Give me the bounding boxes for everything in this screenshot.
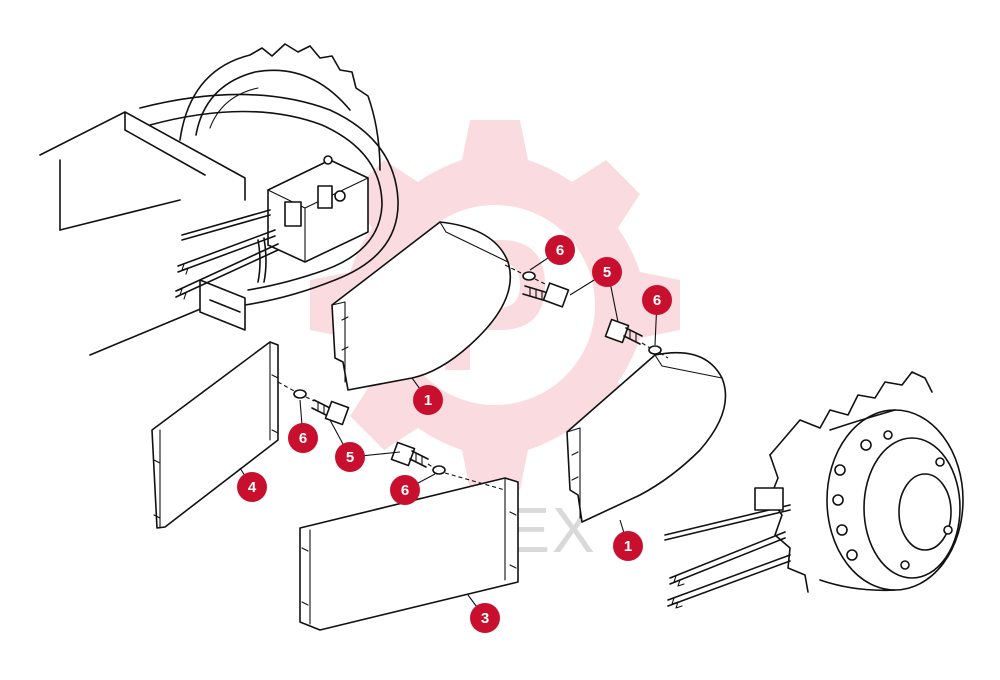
callout-6-right: 6 <box>642 285 672 315</box>
svg-text:5: 5 <box>603 264 611 281</box>
svg-text:6: 6 <box>299 430 307 447</box>
callout-6-upper: 6 <box>545 235 575 265</box>
svg-text:3: 3 <box>481 610 489 627</box>
fastener-set-lower <box>390 441 506 491</box>
upper-track-frame-assembly <box>39 43 399 356</box>
svg-text:6: 6 <box>653 292 661 309</box>
cover-plate-1-right <box>566 351 727 523</box>
callout-5-lower: 5 <box>335 442 365 472</box>
cover-plate-1-upper <box>331 221 512 391</box>
svg-text:6: 6 <box>401 482 409 499</box>
svg-text:4: 4 <box>248 479 257 496</box>
svg-text:6: 6 <box>556 242 564 259</box>
callout-5-upper: 5 <box>592 257 622 287</box>
lower-sprocket-hub-assembly <box>664 371 964 609</box>
callout-6-left: 6 <box>288 423 318 453</box>
svg-text:1: 1 <box>624 538 632 555</box>
callout-1-upper: 1 <box>413 385 443 415</box>
svg-text:5: 5 <box>346 449 354 466</box>
fastener-set-left <box>277 381 350 426</box>
callout-3: 3 <box>470 603 500 633</box>
fastener-set-right <box>604 318 669 359</box>
callout-4: 4 <box>237 472 267 502</box>
cover-plate-4 <box>151 341 279 529</box>
svg-text:1: 1 <box>424 392 432 409</box>
callout-6-lower: 6 <box>390 475 420 505</box>
fastener-set-upper <box>504 264 570 308</box>
callout-1-right: 1 <box>613 531 643 561</box>
cover-plate-3 <box>299 477 519 631</box>
